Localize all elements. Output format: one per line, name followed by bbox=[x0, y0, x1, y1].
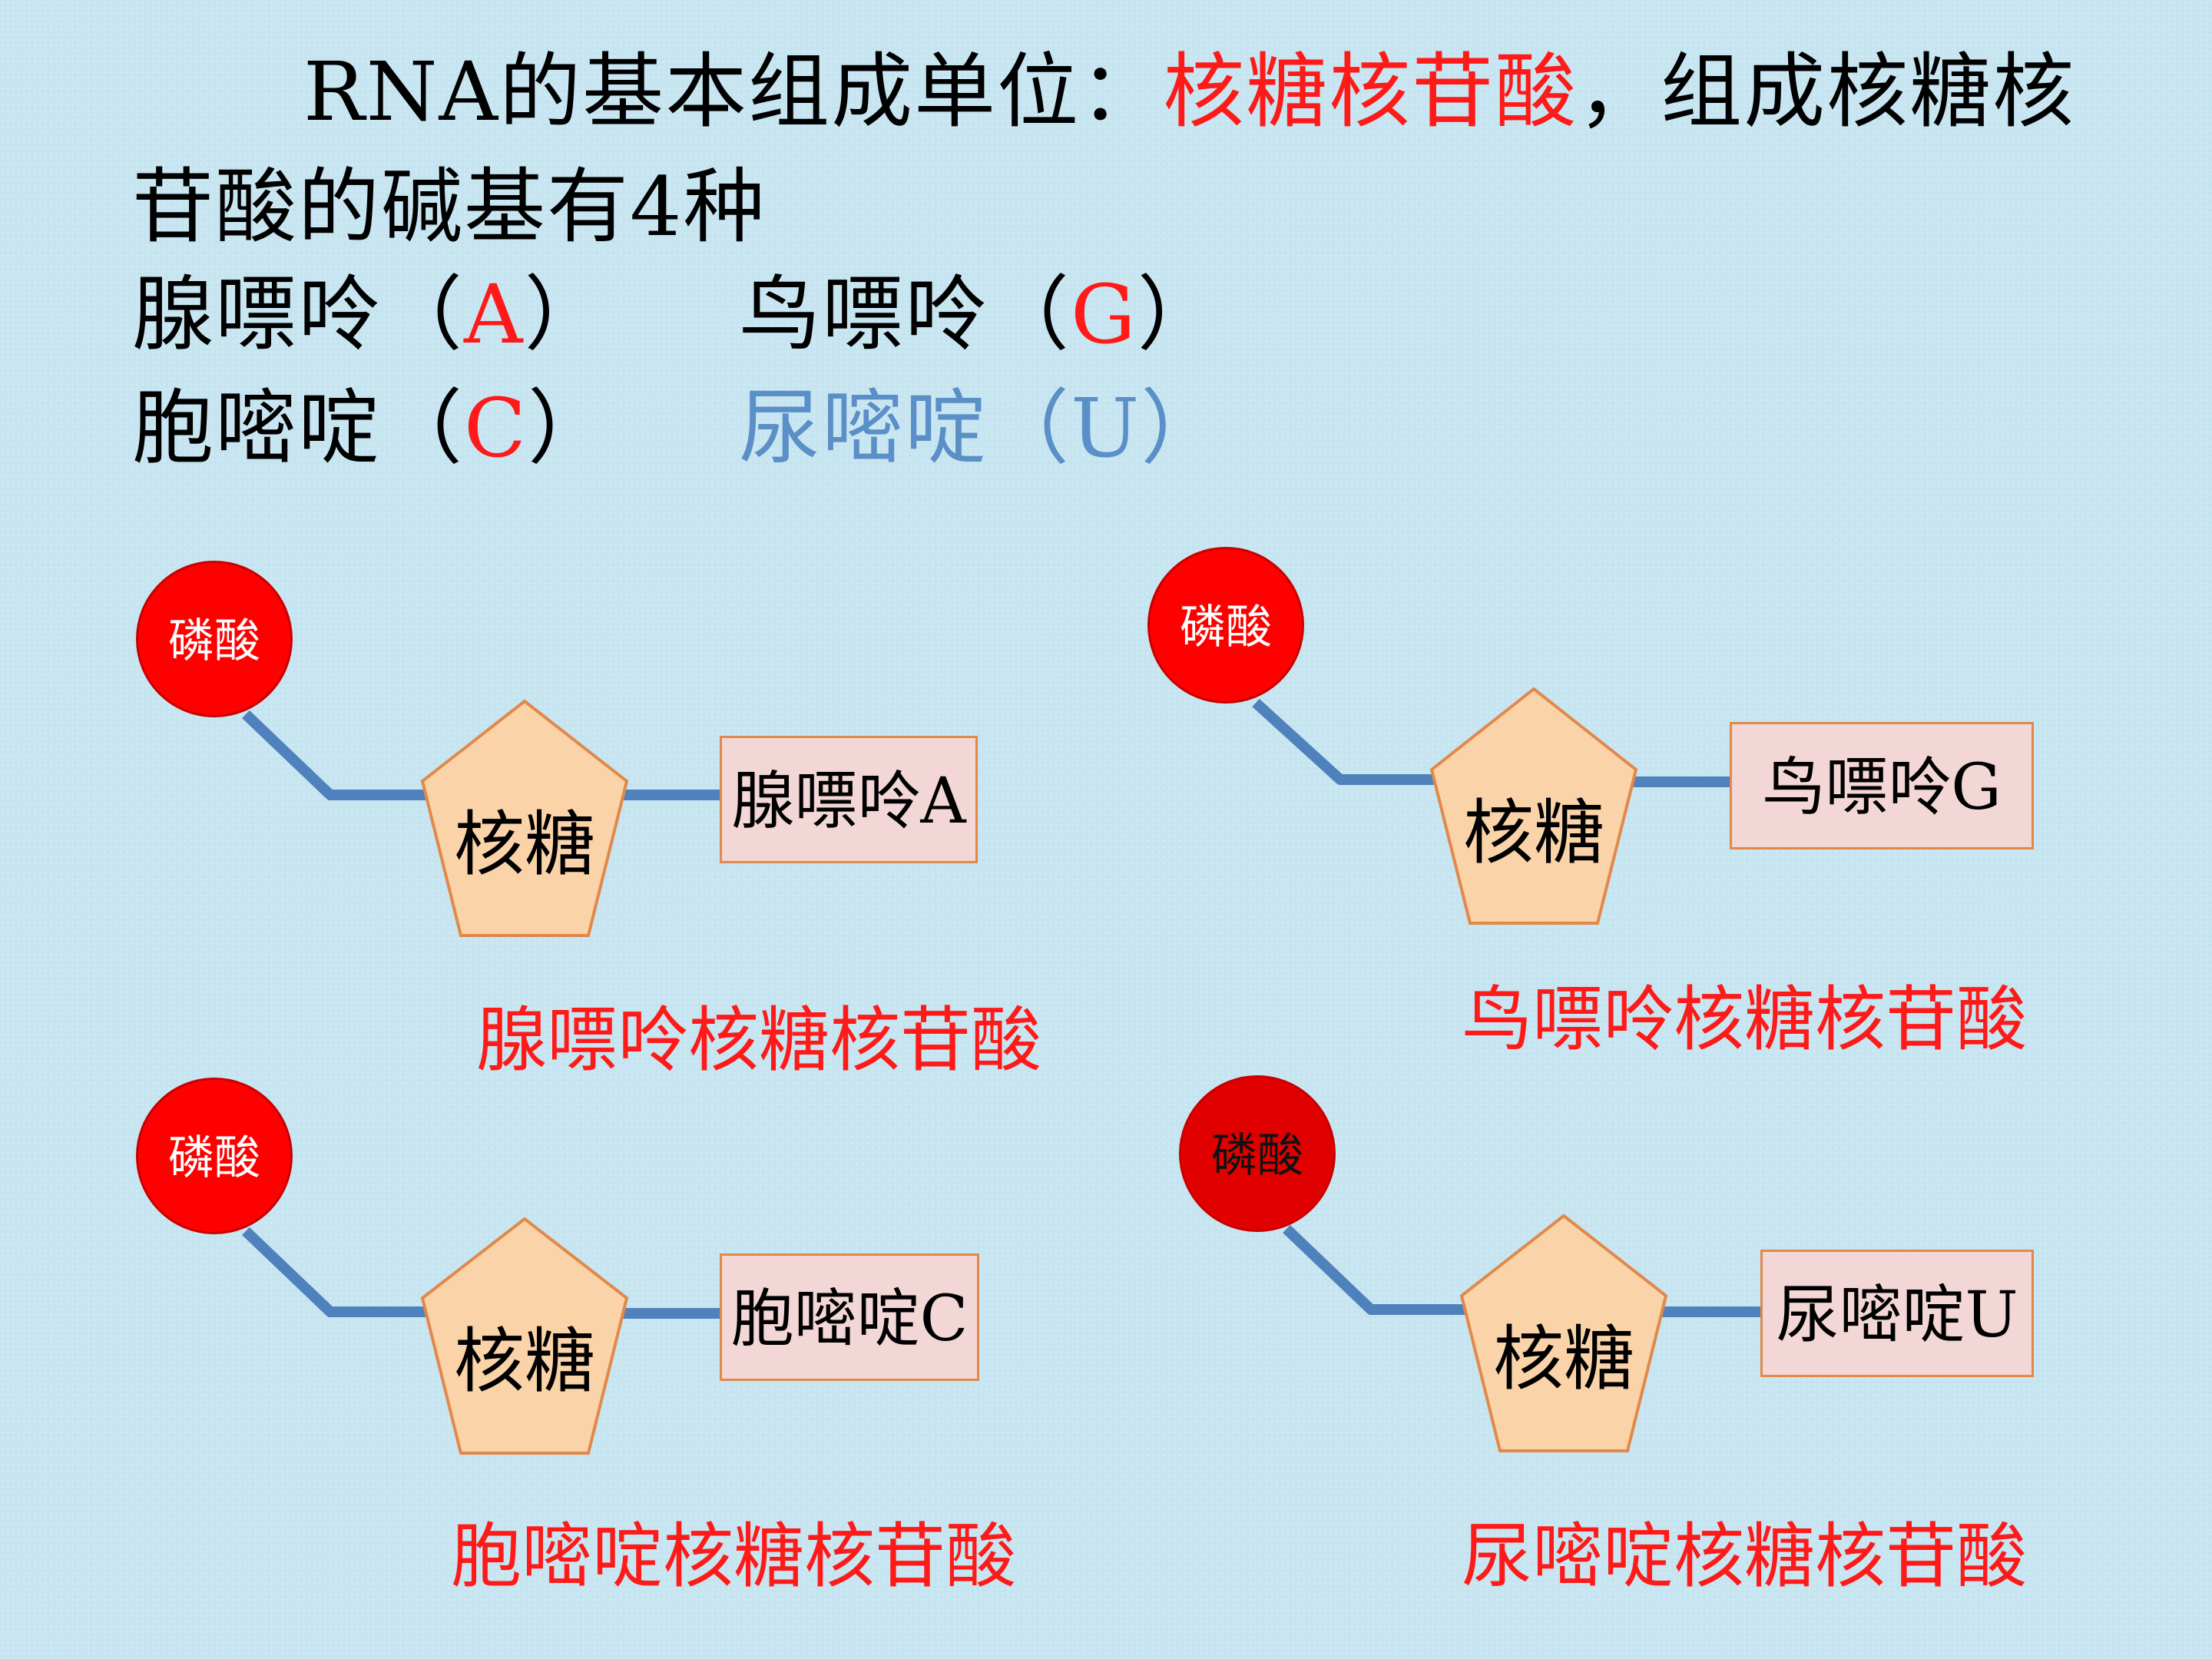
header-suffix: ，组成核糖核 bbox=[1578, 45, 2076, 139]
base-guanine-close: ） bbox=[1137, 267, 1220, 362]
base-cytosine: 胞嘧啶（C） bbox=[132, 375, 611, 482]
ribose-label: 核糖 bbox=[453, 803, 595, 886]
ribose-label: 核糖 bbox=[1492, 1318, 1634, 1400]
ribose-pentagon bbox=[1459, 1214, 1668, 1452]
phosphate-sugar-bond bbox=[1252, 698, 1438, 785]
phosphate-sugar-bond bbox=[242, 1227, 427, 1317]
phosphate-sugar-bond bbox=[1283, 1224, 1469, 1315]
base-adenine-letter: A bbox=[464, 267, 525, 362]
base-cytosine-close: ） bbox=[528, 381, 611, 475]
base-uracil: 尿嘧啶（U） bbox=[739, 381, 1224, 475]
base-adenine-close: ） bbox=[524, 267, 608, 362]
phosphate-circle: 磷酸 bbox=[136, 1078, 293, 1234]
ribose-label: 核糖 bbox=[453, 1320, 595, 1402]
header-line-2: 苷酸的碱基有4种 bbox=[132, 160, 767, 254]
base-box-cytosine: 胞嘧啶C bbox=[720, 1253, 979, 1381]
nucleotide-3-bonds bbox=[242, 1227, 722, 1319]
phosphate-circle: 磷酸 bbox=[1179, 1075, 1336, 1232]
header-highlight: 核糖核苷酸 bbox=[1163, 45, 1578, 139]
base-box-guanine: 鸟嘌呤G bbox=[1730, 722, 2034, 849]
base-guanine: 鸟嘌呤（G） bbox=[739, 261, 1220, 369]
base-box-adenine: 腺嘌呤A bbox=[720, 736, 978, 863]
base-guanine-name: 鸟嘌呤（ bbox=[739, 267, 1071, 362]
caption-cytosine-nucleotide: 胞嘧啶核糖核苷酸 bbox=[451, 1515, 1017, 1598]
header-prefix: RNA的基本组成单位： bbox=[303, 45, 1164, 139]
base-adenine-name: 腺嘌呤（ bbox=[132, 267, 464, 362]
ribose-pentagon bbox=[420, 699, 629, 937]
caption-adenine-nucleotide: 腺嘌呤核糖核苷酸 bbox=[476, 999, 1042, 1081]
base-guanine-letter: G bbox=[1071, 267, 1137, 362]
ribose-pentagon bbox=[1429, 687, 1638, 925]
base-box-uracil: 尿嘧啶U bbox=[1760, 1250, 2034, 1377]
caption-guanine-nucleotide: 鸟嘌呤核糖核苷酸 bbox=[1462, 979, 2028, 1061]
base-cytosine-letter: C bbox=[464, 381, 528, 475]
phosphate-circle: 磷酸 bbox=[1147, 547, 1304, 704]
ribose-label: 核糖 bbox=[1462, 792, 1604, 874]
base-cytosine-name: 胞嘧啶（ bbox=[132, 381, 464, 475]
header-line-1: RNA的基本组成单位：核糖核苷酸，组成核糖核 bbox=[303, 38, 2075, 146]
nucleotide-1-bonds bbox=[242, 710, 722, 800]
ribose-pentagon bbox=[420, 1217, 629, 1455]
phosphate-sugar-bond bbox=[242, 710, 427, 800]
phosphate-circle: 磷酸 bbox=[136, 561, 293, 717]
nucleotide-4-bonds bbox=[1283, 1224, 1763, 1317]
nucleotide-2-bonds bbox=[1252, 698, 1732, 787]
caption-uracil-nucleotide: 尿嘧啶核糖核苷酸 bbox=[1462, 1515, 2028, 1598]
base-adenine: 腺嘌呤（A） bbox=[132, 261, 608, 369]
